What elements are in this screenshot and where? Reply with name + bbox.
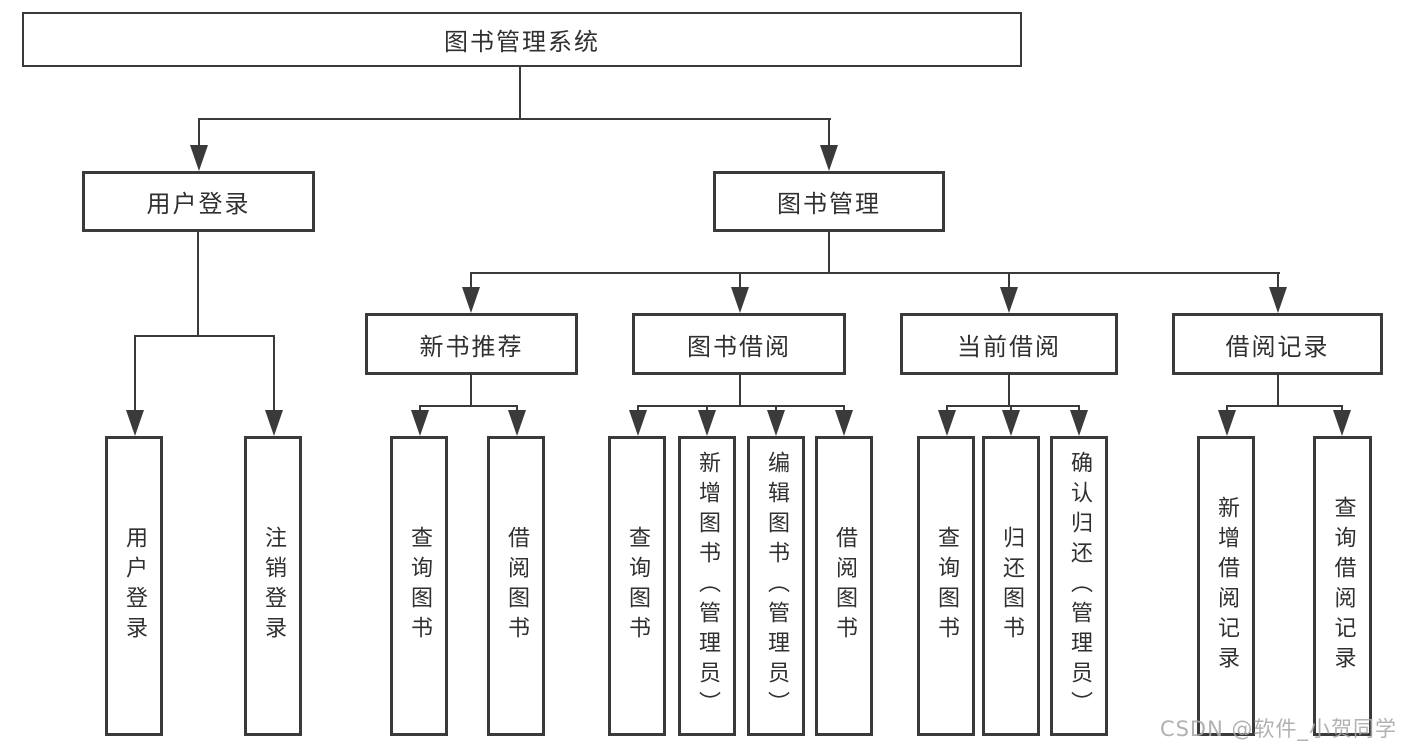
leaf-borrow-edit-admin: 编辑图书（管理员）: [747, 436, 805, 736]
leaf-current-query: 查询图书: [917, 436, 975, 736]
arrowhead-down-icon: [508, 410, 526, 436]
node-borrow-records-label: 借阅记录: [1225, 332, 1330, 361]
connector-line: [198, 118, 200, 150]
node-current-borrow-label: 当前借阅: [957, 332, 1061, 361]
connector-line: [273, 335, 275, 413]
csdn-watermark: CSDN @软件_小贺同学: [1159, 717, 1397, 741]
arrowhead-down-icon: [190, 145, 208, 171]
arrowhead-down-icon: [411, 410, 429, 436]
arrowhead-down-icon: [731, 287, 749, 313]
node-new-books-label: 新书推荐: [419, 332, 524, 361]
node-current-borrow: 当前借阅: [900, 313, 1118, 375]
leaf-borrow-query-label: 查询图书: [625, 526, 650, 646]
leaf-borrow-add-admin-label: 新增图书（管理员）: [695, 451, 720, 721]
leaf-records-add-label: 新增借阅记录: [1214, 496, 1239, 676]
connector-line: [1010, 405, 1012, 414]
connector-line: [470, 272, 1280, 274]
node-book-management: 图书管理: [713, 171, 945, 232]
connector-line: [1008, 375, 1010, 406]
connector-line: [739, 272, 741, 290]
leaf-records-add: 新增借阅记录: [1197, 436, 1255, 736]
node-root-label: 图书管理系统: [444, 28, 600, 56]
node-user-login: 用户登录: [82, 171, 315, 232]
leaf-borrow-edit-admin-label: 编辑图书（管理员）: [764, 451, 789, 721]
node-book-management-label: 图书管理: [777, 190, 881, 218]
leaf-newbooks-query: 查询图书: [390, 436, 448, 736]
connector-line: [637, 405, 639, 414]
connector-line: [197, 232, 199, 337]
connector-line: [419, 405, 518, 407]
connector-line: [1277, 375, 1279, 406]
connector-line: [828, 232, 830, 274]
connector-line: [1078, 405, 1080, 414]
connector-line: [775, 405, 777, 414]
arrowhead-down-icon: [938, 410, 956, 436]
connector-line: [134, 335, 275, 337]
connector-line: [470, 272, 472, 290]
connector-line: [1226, 405, 1343, 407]
node-user-login-label: 用户登录: [146, 190, 251, 218]
connector-line: [1008, 272, 1010, 290]
arrowhead-down-icon: [629, 410, 647, 436]
arrowhead-down-icon: [820, 145, 838, 171]
arrowhead-down-icon: [698, 410, 716, 436]
connector-line: [1277, 272, 1279, 290]
arrowhead-down-icon: [1333, 410, 1351, 436]
leaf-newbooks-query-label: 查询图书: [407, 526, 432, 646]
arrowhead-down-icon: [126, 410, 144, 436]
arrowhead-down-icon: [835, 410, 853, 436]
leaf-borrow-query: 查询图书: [608, 436, 666, 736]
arrowhead-down-icon: [462, 287, 480, 313]
leaf-user-login: 用户登录: [105, 436, 163, 736]
leaf-user-login-label: 用户登录: [122, 526, 147, 646]
connector-line: [946, 405, 1080, 407]
arrowhead-down-icon: [767, 410, 785, 436]
node-borrow-records: 借阅记录: [1172, 313, 1383, 375]
connector-line: [198, 118, 831, 120]
node-book-borrow-label: 图书借阅: [687, 332, 791, 361]
leaf-current-confirm-admin-label: 确认归还（管理员）: [1067, 451, 1092, 721]
leaf-current-query-label: 查询图书: [934, 526, 959, 646]
connector-line: [637, 405, 845, 407]
leaf-borrow-borrow: 借阅图书: [815, 436, 873, 736]
arrowhead-down-icon: [1218, 410, 1236, 436]
connector-line: [946, 405, 948, 414]
leaf-logout-label: 注销登录: [261, 526, 286, 646]
arrowhead-down-icon: [1269, 287, 1287, 313]
leaf-borrow-borrow-label: 借阅图书: [832, 526, 857, 646]
connector-line: [706, 405, 708, 414]
node-book-borrow: 图书借阅: [632, 313, 846, 375]
arrowhead-down-icon: [1000, 287, 1018, 313]
leaf-newbooks-borrow: 借阅图书: [487, 436, 545, 736]
leaf-records-query: 查询借阅记录: [1313, 436, 1372, 736]
leaf-records-query-label: 查询借阅记录: [1330, 496, 1356, 676]
connector-line: [828, 118, 830, 150]
connector-line: [516, 405, 518, 414]
leaf-borrow-add-admin: 新增图书（管理员）: [678, 436, 736, 736]
connector-line: [1226, 405, 1228, 414]
connector-line: [470, 375, 472, 406]
leaf-logout: 注销登录: [244, 436, 302, 736]
leaf-current-return: 归还图书: [982, 436, 1040, 736]
connector-line: [134, 335, 136, 413]
connector-line: [1341, 405, 1343, 414]
node-root: 图书管理系统: [22, 12, 1022, 67]
connector-line: [519, 67, 521, 119]
leaf-current-return-label: 归还图书: [999, 526, 1024, 646]
leaf-newbooks-borrow-label: 借阅图书: [504, 526, 529, 646]
arrowhead-down-icon: [265, 410, 283, 436]
arrowhead-down-icon: [1002, 410, 1020, 436]
connector-line: [843, 405, 845, 414]
connector-line: [419, 405, 421, 414]
arrowhead-down-icon: [1070, 410, 1088, 436]
node-new-books: 新书推荐: [365, 313, 578, 375]
leaf-current-confirm-admin: 确认归还（管理员）: [1050, 436, 1108, 736]
connector-line: [739, 375, 741, 406]
